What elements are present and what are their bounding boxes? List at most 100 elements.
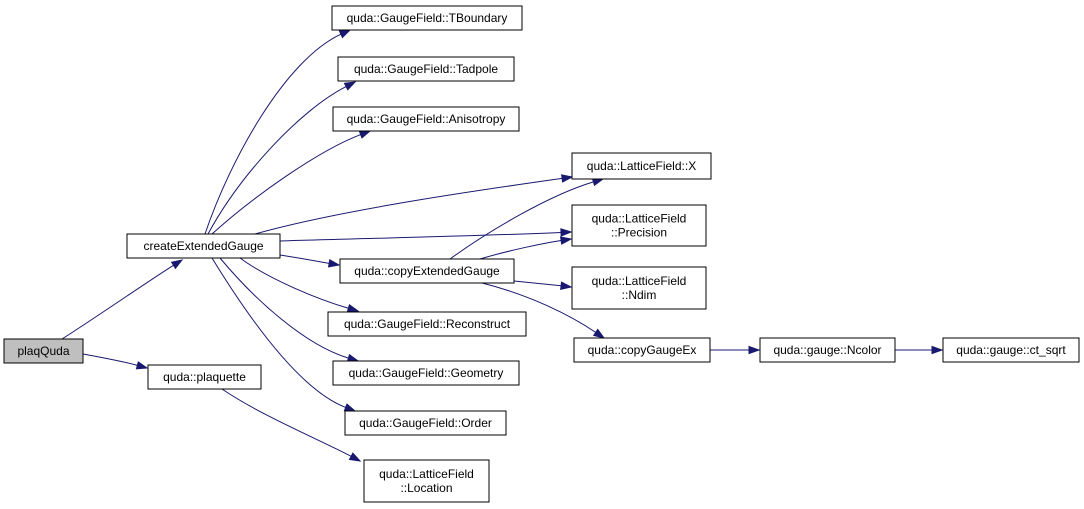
node-box (3, 338, 84, 364)
node-plaquette[interactable]: quda::plaquette (147, 364, 262, 390)
edge-line (449, 181, 594, 260)
node-Reconstruct[interactable]: quda::GaugeField::Reconstruct (327, 311, 527, 337)
node-copyGaugeEx[interactable]: quda::copyGaugeEx (573, 337, 711, 363)
node-Tadpole[interactable]: quda::GaugeField::Tadpole (337, 56, 515, 82)
node-label: quda::LatticeField (379, 467, 474, 481)
node-label: plaqQuda (17, 344, 69, 358)
node-box (344, 410, 507, 436)
node-box (327, 311, 527, 337)
edge-plaqQuda-to-createExtendedGauge (61, 259, 184, 340)
arrowhead (358, 130, 372, 139)
node-TBoundary[interactable]: quda::GaugeField::TBoundary (331, 5, 523, 31)
node-box (332, 360, 520, 386)
node-label: quda::LatticeField::X (587, 159, 696, 173)
node-createExtendedGauge[interactable]: createExtendedGauge (126, 233, 281, 259)
arrowhead (135, 361, 149, 370)
edge-line (61, 264, 174, 340)
edge-createExtendedGauge-to-copyExtendedGauge (279, 254, 341, 268)
node-plaqQuda[interactable]: plaqQuda (3, 338, 84, 364)
edge-line (479, 240, 562, 260)
node-Precision[interactable]: quda::LatticeField::Precision (571, 204, 707, 247)
arrowhead (348, 452, 362, 462)
node-X[interactable]: quda::LatticeField::X (571, 152, 712, 180)
edge-copyExtendedGauge-to-Precision (479, 236, 573, 260)
node-label: quda::copyExtendedGauge (354, 264, 500, 278)
node-Ncolor[interactable]: quda::gauge::Ncolor (759, 337, 896, 363)
arrowhead (592, 328, 606, 339)
arrowhead (170, 259, 184, 270)
node-Anisotropy[interactable]: quda::GaugeField::Anisotropy (332, 106, 520, 132)
edge-createExtendedGauge-to-Anisotropy (211, 130, 372, 235)
node-label: quda::GaugeField::Reconstruct (344, 317, 511, 331)
node-Geometry[interactable]: quda::GaugeField::Geometry (332, 360, 520, 386)
edge-line (279, 254, 330, 264)
edge-createExtendedGauge-to-Reconstruct (239, 257, 360, 313)
node-label: quda::LatticeField (592, 212, 687, 226)
edge-createExtendedGauge-to-Precision (279, 228, 573, 242)
node-Location[interactable]: quda::LatticeField::Location (363, 459, 490, 503)
edges-layer (61, 29, 944, 462)
edge-line (211, 257, 346, 408)
edge-line (207, 86, 347, 235)
arrowhead (343, 403, 357, 412)
node-label: ::Precision (611, 226, 667, 240)
node-label: quda::GaugeField::Geometry (349, 366, 504, 380)
edge-line (239, 257, 349, 309)
node-label: quda::gauge::ct_sqrt (956, 343, 1066, 357)
edge-line (219, 257, 349, 359)
node-label: ::Location (400, 481, 452, 495)
node-label: ::Ndim (622, 288, 657, 302)
edge-createExtendedGauge-to-Tadpole (207, 81, 357, 235)
edge-line (221, 388, 352, 457)
node-copyExtendedGauge[interactable]: quda::copyExtendedGauge (339, 258, 515, 284)
node-Order[interactable]: quda::GaugeField::Order (344, 410, 507, 436)
node-label: quda::LatticeField (592, 274, 687, 288)
node-box (339, 258, 515, 284)
node-box (571, 266, 707, 310)
node-label: quda::GaugeField::TBoundary (347, 11, 508, 25)
edge-copyExtendedGauge-to-Ndim (513, 280, 573, 290)
edge-line (82, 353, 138, 366)
node-box (573, 337, 711, 363)
node-box (337, 56, 515, 82)
edge-plaquette-to-Location (221, 388, 362, 462)
arrowhead (338, 29, 352, 39)
edge-plaqQuda-to-plaquette (82, 353, 149, 370)
edge-line (254, 177, 563, 235)
arrowhead (931, 345, 944, 355)
edge-createExtendedGauge-to-Geometry (219, 257, 360, 363)
node-box (332, 106, 520, 132)
node-label: quda::gauge::Ncolor (773, 343, 881, 357)
node-label: quda::GaugeField::Tadpole (354, 62, 498, 76)
node-box (942, 337, 1080, 363)
arrowhead (327, 259, 341, 268)
arrowhead (346, 303, 360, 313)
arrowhead (748, 345, 761, 355)
edge-line (211, 134, 361, 235)
node-Ndim[interactable]: quda::LatticeField::Ndim (571, 266, 707, 310)
node-label: quda::plaquette (163, 370, 246, 384)
nodes-layer: plaqQuda createExtendedGaugequda::plaquet… (3, 5, 1080, 503)
node-ct_sqrt[interactable]: quda::gauge::ct_sqrt (942, 337, 1080, 363)
edge-line (513, 280, 562, 287)
edge-line (481, 282, 596, 333)
arrowhead (561, 174, 574, 183)
node-box (126, 233, 281, 259)
edge-Ncolor-to-ct_sqrt (895, 345, 944, 355)
node-label: createExtendedGauge (143, 239, 263, 253)
edge-line (204, 33, 342, 235)
node-box (571, 204, 707, 247)
node-box (147, 364, 262, 390)
arrowhead (559, 236, 573, 245)
node-box (363, 459, 490, 503)
edge-copyExtendedGauge-to-copyGaugeEx (481, 282, 606, 339)
node-label: quda::GaugeField::Anisotropy (347, 112, 506, 126)
arrowhead (560, 228, 573, 237)
node-box (759, 337, 896, 363)
arrowhead (560, 281, 573, 290)
node-label: quda::GaugeField::Order (359, 416, 492, 430)
edge-copyGaugeEx-to-Ncolor (710, 345, 761, 355)
arrowhead (343, 81, 357, 91)
node-box (571, 152, 712, 180)
